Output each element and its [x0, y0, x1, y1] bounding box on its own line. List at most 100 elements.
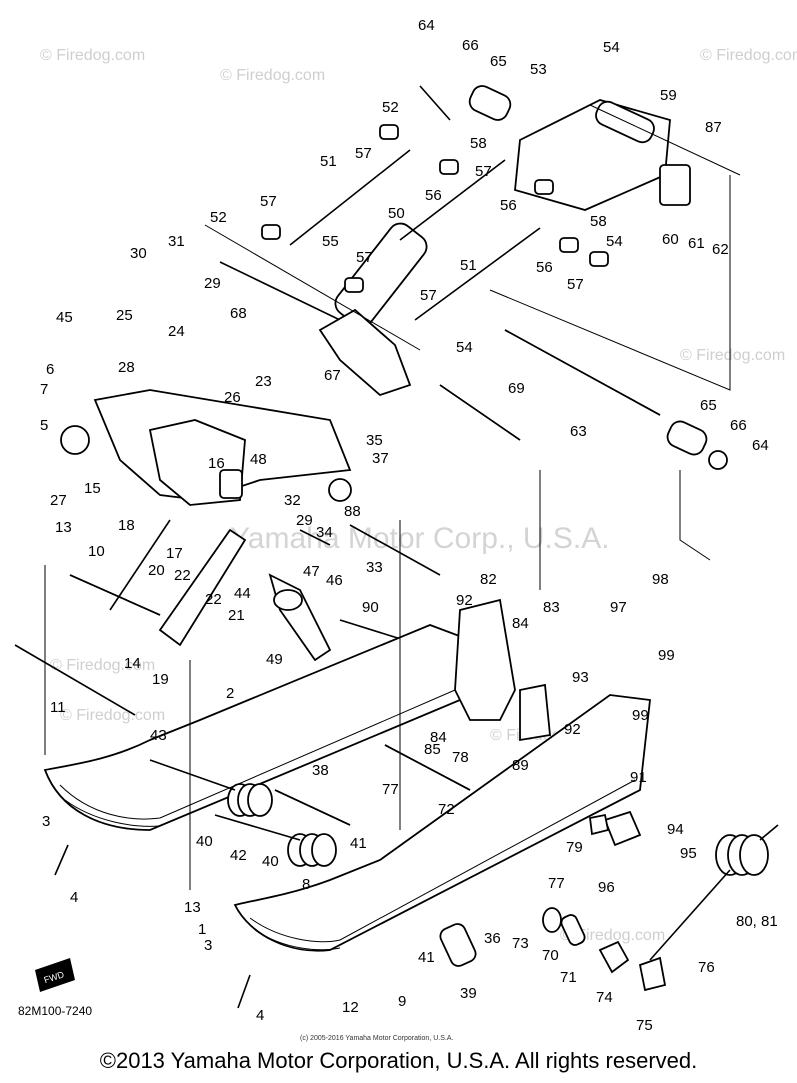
part-number-label: 22	[174, 567, 191, 584]
watermark-center: Yamaha Motor Corp., U.S.A.	[230, 522, 610, 555]
part-number-label: 4	[70, 889, 78, 906]
part-number-label: 12	[342, 999, 359, 1016]
watermark-site: © Firedog.com	[220, 67, 325, 84]
part-number-label: 36	[484, 930, 501, 947]
part-number-label: 62	[712, 241, 729, 258]
part-number-label: 45	[56, 309, 73, 326]
part-number-label: 57	[355, 145, 372, 162]
part-number-label: 77	[548, 875, 565, 892]
part-number-label: 59	[660, 87, 677, 104]
part-number-label: 17	[166, 545, 183, 562]
part-number-label: 76	[698, 959, 715, 976]
part-number-label: 48	[250, 451, 267, 468]
part-number-label: 99	[632, 707, 649, 724]
part-number-label: 40	[262, 853, 279, 870]
part-number-label: 65	[490, 53, 507, 70]
part-number-label: 98	[652, 571, 669, 588]
part-number-label: 9	[398, 993, 406, 1010]
part-number-label: 57	[420, 287, 437, 304]
part-number-label: 99	[658, 647, 675, 664]
part-number-label: 56	[500, 197, 517, 214]
part-number-label: 46	[326, 572, 343, 589]
part-number-label: 54	[606, 233, 623, 250]
part-number-label: 85	[424, 741, 441, 758]
torsion-spring	[149, 759, 273, 817]
watermark-site: © Firedog.com	[700, 47, 797, 64]
part-number-label: 64	[418, 17, 435, 34]
part-number-label: 3	[204, 937, 212, 954]
part-number-label: 37	[372, 450, 389, 467]
part-number-label: 89	[512, 757, 529, 774]
part-number-label: 55	[322, 233, 339, 250]
part-number-label: 1	[198, 921, 206, 938]
part-number-label: 58	[470, 135, 487, 152]
part-number-label: 88	[344, 503, 361, 520]
part-number-label: 16	[208, 455, 225, 472]
part-number-label: 11	[50, 699, 66, 716]
part-number-label: 92	[564, 721, 581, 738]
part-number-label: 61	[688, 235, 705, 252]
drawing-code: 82M100-7240	[18, 1004, 92, 1018]
fine-print-copyright: (c) 2005-2016 Yamaha Motor Corporation, …	[300, 1035, 453, 1042]
part-number-label: 60	[662, 231, 679, 248]
part-number-label: 20	[148, 562, 165, 579]
part-number-label: 92	[456, 592, 473, 609]
part-number-label: 50	[388, 205, 405, 222]
part-number-label: 25	[116, 307, 133, 324]
part-number-label: 52	[210, 209, 227, 226]
part-number-label: 57	[475, 163, 492, 180]
front-mount	[14, 389, 441, 716]
part-number-label: 66	[730, 417, 747, 434]
upper-assembly	[204, 85, 741, 590]
part-number-label: 83	[543, 599, 560, 616]
part-number-label: 28	[118, 359, 135, 376]
part-number-label: 47	[303, 563, 320, 580]
part-number-label: 65	[700, 397, 717, 414]
part-number-label: 6	[46, 361, 54, 378]
part-number-label: 18	[118, 517, 135, 534]
part-number-label: 74	[596, 989, 613, 1006]
part-number-label: 84	[512, 615, 529, 632]
part-number-label: 72	[438, 801, 455, 818]
part-number-label: 26	[224, 389, 241, 406]
part-number-label: 52	[382, 99, 399, 116]
rail-assembly	[43, 520, 779, 1009]
part-number-label: 79	[566, 839, 583, 856]
part-number-label: 41	[418, 949, 435, 966]
part-number-label: 14	[124, 655, 141, 672]
part-number-label: 3	[42, 813, 50, 830]
part-number-label: 78	[452, 749, 469, 766]
part-number-label: 51	[460, 257, 477, 274]
part-number-label: 82	[480, 571, 497, 588]
part-number-label: 40	[196, 833, 213, 850]
part-number-label: 29	[296, 512, 313, 529]
part-number-label: 77	[382, 781, 399, 798]
rear-spring	[649, 824, 779, 961]
part-number-label: 57	[567, 276, 584, 293]
part-number-label: 22	[205, 591, 222, 608]
part-number-label: 24	[168, 323, 185, 340]
part-number-label: 93	[572, 669, 589, 686]
fwd-badge: FWD	[35, 958, 75, 992]
copyright-footer: ©2013 Yamaha Motor Corporation, U.S.A. A…	[99, 1048, 698, 1073]
part-number-label: 13	[55, 519, 72, 536]
part-number-label: 35	[366, 432, 383, 449]
part-number-label: 5	[40, 417, 48, 434]
part-number-label: 94	[667, 821, 684, 838]
part-number-label: 29	[204, 275, 221, 292]
part-number-label: 10	[88, 543, 105, 560]
part-number-label: 84	[430, 729, 447, 746]
watermark-site: © Firedog.com	[50, 657, 155, 674]
part-number-label: 56	[425, 187, 442, 204]
part-number-label: 44	[234, 585, 251, 602]
part-number-label: 31	[168, 233, 185, 250]
part-number-label: 75	[636, 1017, 653, 1034]
part-number-label: 19	[152, 671, 169, 688]
part-number-label: 39	[460, 985, 477, 1002]
part-number-label: 95	[680, 845, 697, 862]
part-number-label: 70	[542, 947, 559, 964]
part-number-label: 87	[705, 119, 722, 136]
